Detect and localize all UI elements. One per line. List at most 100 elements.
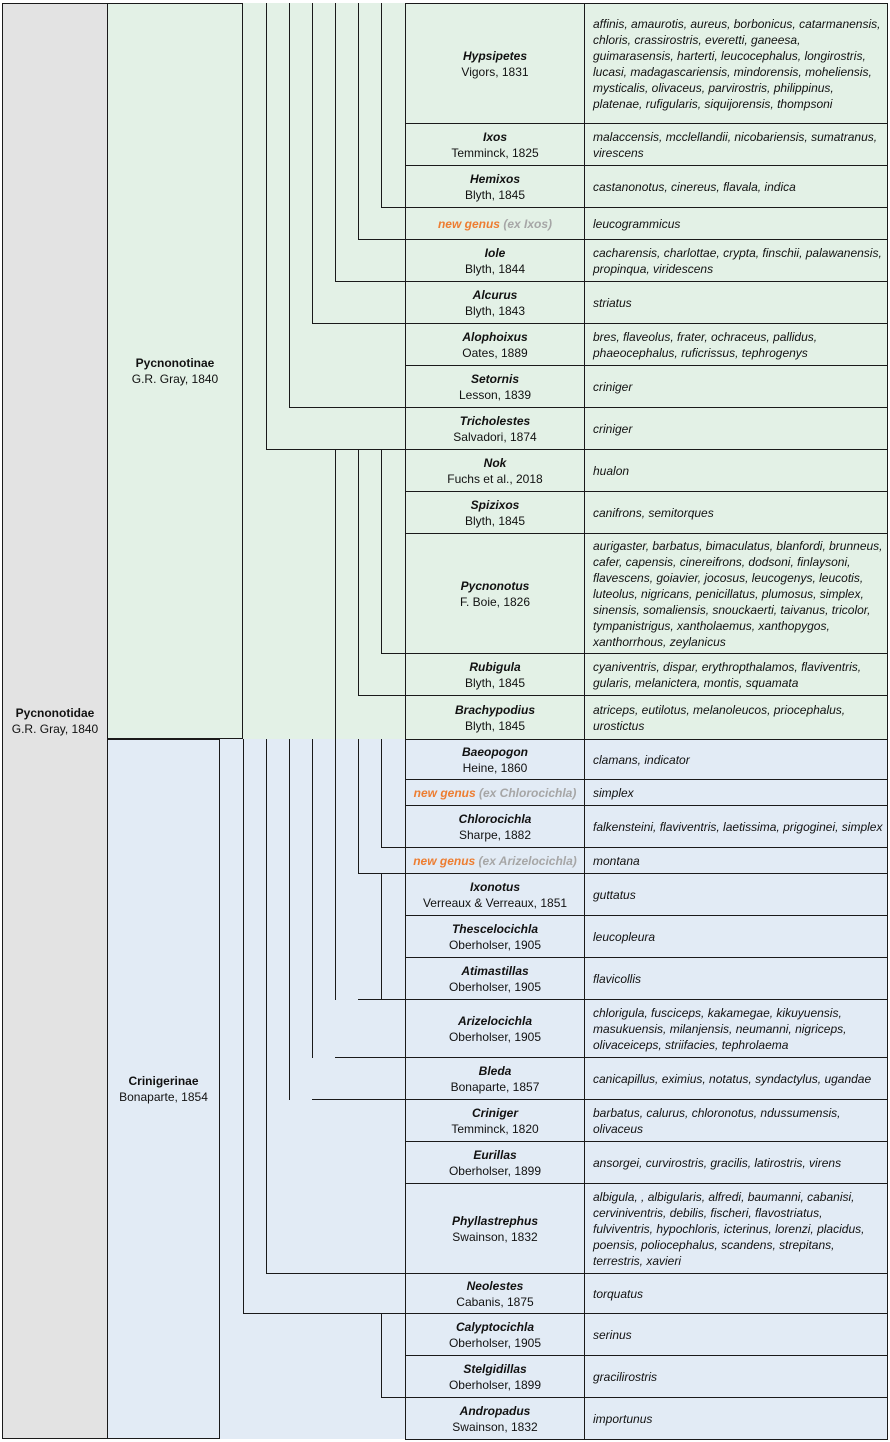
species-list: affinis, amaurotis, aureus, borbonicus, … bbox=[593, 16, 881, 111]
branch-line bbox=[358, 449, 359, 696]
species-list: serinus bbox=[593, 1327, 632, 1342]
subfamily-name: Pycnonotinae bbox=[135, 356, 215, 370]
branch-line bbox=[381, 739, 382, 848]
genus-author: Temminck, 1820 bbox=[451, 1121, 539, 1136]
species-list: falkensteini, flaviventris, laetissima, … bbox=[593, 819, 883, 834]
species-list: leucopleura bbox=[593, 929, 656, 944]
genus-name: Alophoixus bbox=[462, 329, 528, 344]
subfamily-author: Bonaparte, 1854 bbox=[119, 1090, 208, 1104]
genus-author: Swainson, 1832 bbox=[452, 1229, 538, 1244]
genus-author: Blyth, 1844 bbox=[464, 261, 526, 276]
genus-author: Oberholser, 1905 bbox=[448, 979, 542, 994]
branch-line bbox=[381, 1397, 406, 1398]
former-genus-note: (ex Chlorocichla) bbox=[479, 785, 577, 800]
genus-name: Alcurus bbox=[472, 287, 518, 302]
genus-name: Hypsipetes bbox=[462, 48, 528, 63]
subfamily-name: Crinigerinae bbox=[128, 1074, 199, 1088]
species-cell: criniger bbox=[584, 407, 888, 450]
species-list: clamans, indicator bbox=[593, 752, 690, 767]
species-cell: atriceps, eutilotus, melanoleucos, prioc… bbox=[584, 695, 888, 740]
branch-line bbox=[335, 281, 406, 282]
branch-line bbox=[335, 1057, 406, 1058]
genus-author: Blyth, 1845 bbox=[464, 513, 526, 528]
branch-line bbox=[266, 1273, 406, 1274]
species-cell: cacharensis, charlottae, crypta, finschi… bbox=[584, 239, 888, 282]
genus-name: Rubigula bbox=[469, 659, 521, 674]
species-cell: cyaniventris, dispar, erythropthalamos, … bbox=[584, 653, 888, 696]
species-cell: montana bbox=[584, 847, 888, 874]
genus-author: Vigors, 1831 bbox=[461, 64, 529, 79]
genus-author: Blyth, 1845 bbox=[464, 718, 526, 733]
species-cell: leucogrammicus bbox=[584, 207, 888, 240]
genus-author: Oberholser, 1905 bbox=[448, 1029, 542, 1044]
species-list: castanonotus, cinereus, flavala, indica bbox=[593, 179, 796, 194]
species-cell: chlorigula, fusciceps, kakamegae, kikuyu… bbox=[584, 999, 888, 1058]
genus-name: Ixonotus bbox=[470, 879, 520, 894]
tree-region bbox=[243, 3, 405, 739]
genus-author: Swainson, 1832 bbox=[452, 1419, 538, 1434]
new-genus-name: new genus bbox=[437, 216, 500, 231]
genus-author: Fuchs et al., 2018 bbox=[447, 471, 543, 486]
genus-name: Nok bbox=[483, 455, 507, 470]
genus-author: Temminck, 1825 bbox=[451, 145, 539, 160]
genus-author: Oberholser, 1905 bbox=[448, 937, 542, 952]
genus-name: Hemixos bbox=[469, 171, 521, 186]
genus-name: Thescelocichla bbox=[451, 921, 539, 936]
species-list: canifrons, semitorques bbox=[593, 505, 714, 520]
branch-line bbox=[243, 1313, 406, 1314]
species-cell: criniger bbox=[584, 365, 888, 408]
species-cell: canifrons, semitorques bbox=[584, 491, 888, 534]
branch-line bbox=[289, 739, 290, 1100]
genus-author: Sharpe, 1882 bbox=[458, 827, 532, 842]
branch-line bbox=[335, 739, 336, 1000]
species-cell: leucopleura bbox=[584, 915, 888, 958]
genus-name: Calyptocichla bbox=[455, 1319, 535, 1334]
former-genus-note: (ex Arizelocichla) bbox=[478, 853, 577, 868]
genus-author: F. Boie, 1826 bbox=[459, 594, 531, 609]
branch-line bbox=[358, 695, 406, 696]
species-list: bres, flaveolus, frater, ochraceus, pall… bbox=[593, 329, 818, 360]
species-cell: malaccensis, mcclellandii, nicobariensis… bbox=[584, 123, 888, 166]
species-list: criniger bbox=[593, 379, 633, 394]
species-cell: striatus bbox=[584, 281, 888, 324]
genus-name: Setornis bbox=[470, 371, 519, 386]
genus-name: Brachypodius bbox=[454, 702, 535, 717]
species-list: albigula, , albigularis, alfredi, bauman… bbox=[593, 1189, 865, 1268]
species-list: guttatus bbox=[593, 887, 636, 902]
species-list: montana bbox=[593, 853, 640, 868]
branch-line bbox=[335, 449, 336, 740]
species-list: importunus bbox=[593, 1411, 653, 1426]
genus-name: Arizelocichla bbox=[457, 1013, 533, 1028]
species-cell: barbatus, calurus, chloronotus, ndussume… bbox=[584, 1099, 888, 1142]
species-list: cyaniventris, dispar, erythropthalamos, … bbox=[593, 659, 862, 690]
genus-author: Salvadori, 1874 bbox=[453, 429, 537, 444]
species-cell: ansorgei, curvirostris, gracilis, latiro… bbox=[584, 1141, 888, 1184]
species-cell: torquatus bbox=[584, 1273, 888, 1314]
branch-line bbox=[381, 847, 406, 848]
branch-line bbox=[358, 739, 359, 874]
genus-cell: new genus (ex Ixos) bbox=[405, 207, 585, 240]
species-cell: flavicollis bbox=[584, 957, 888, 1000]
genus-author: Oates, 1889 bbox=[462, 345, 528, 360]
branch-line bbox=[381, 653, 406, 654]
species-cell: castanonotus, cinereus, flavala, indica bbox=[584, 165, 888, 208]
new-genus-label: new genus (ex Ixos) bbox=[438, 216, 552, 232]
branch-line bbox=[289, 407, 406, 408]
species-list: cacharensis, charlottae, crypta, finschi… bbox=[593, 245, 882, 276]
species-cell: hualon bbox=[584, 449, 888, 492]
